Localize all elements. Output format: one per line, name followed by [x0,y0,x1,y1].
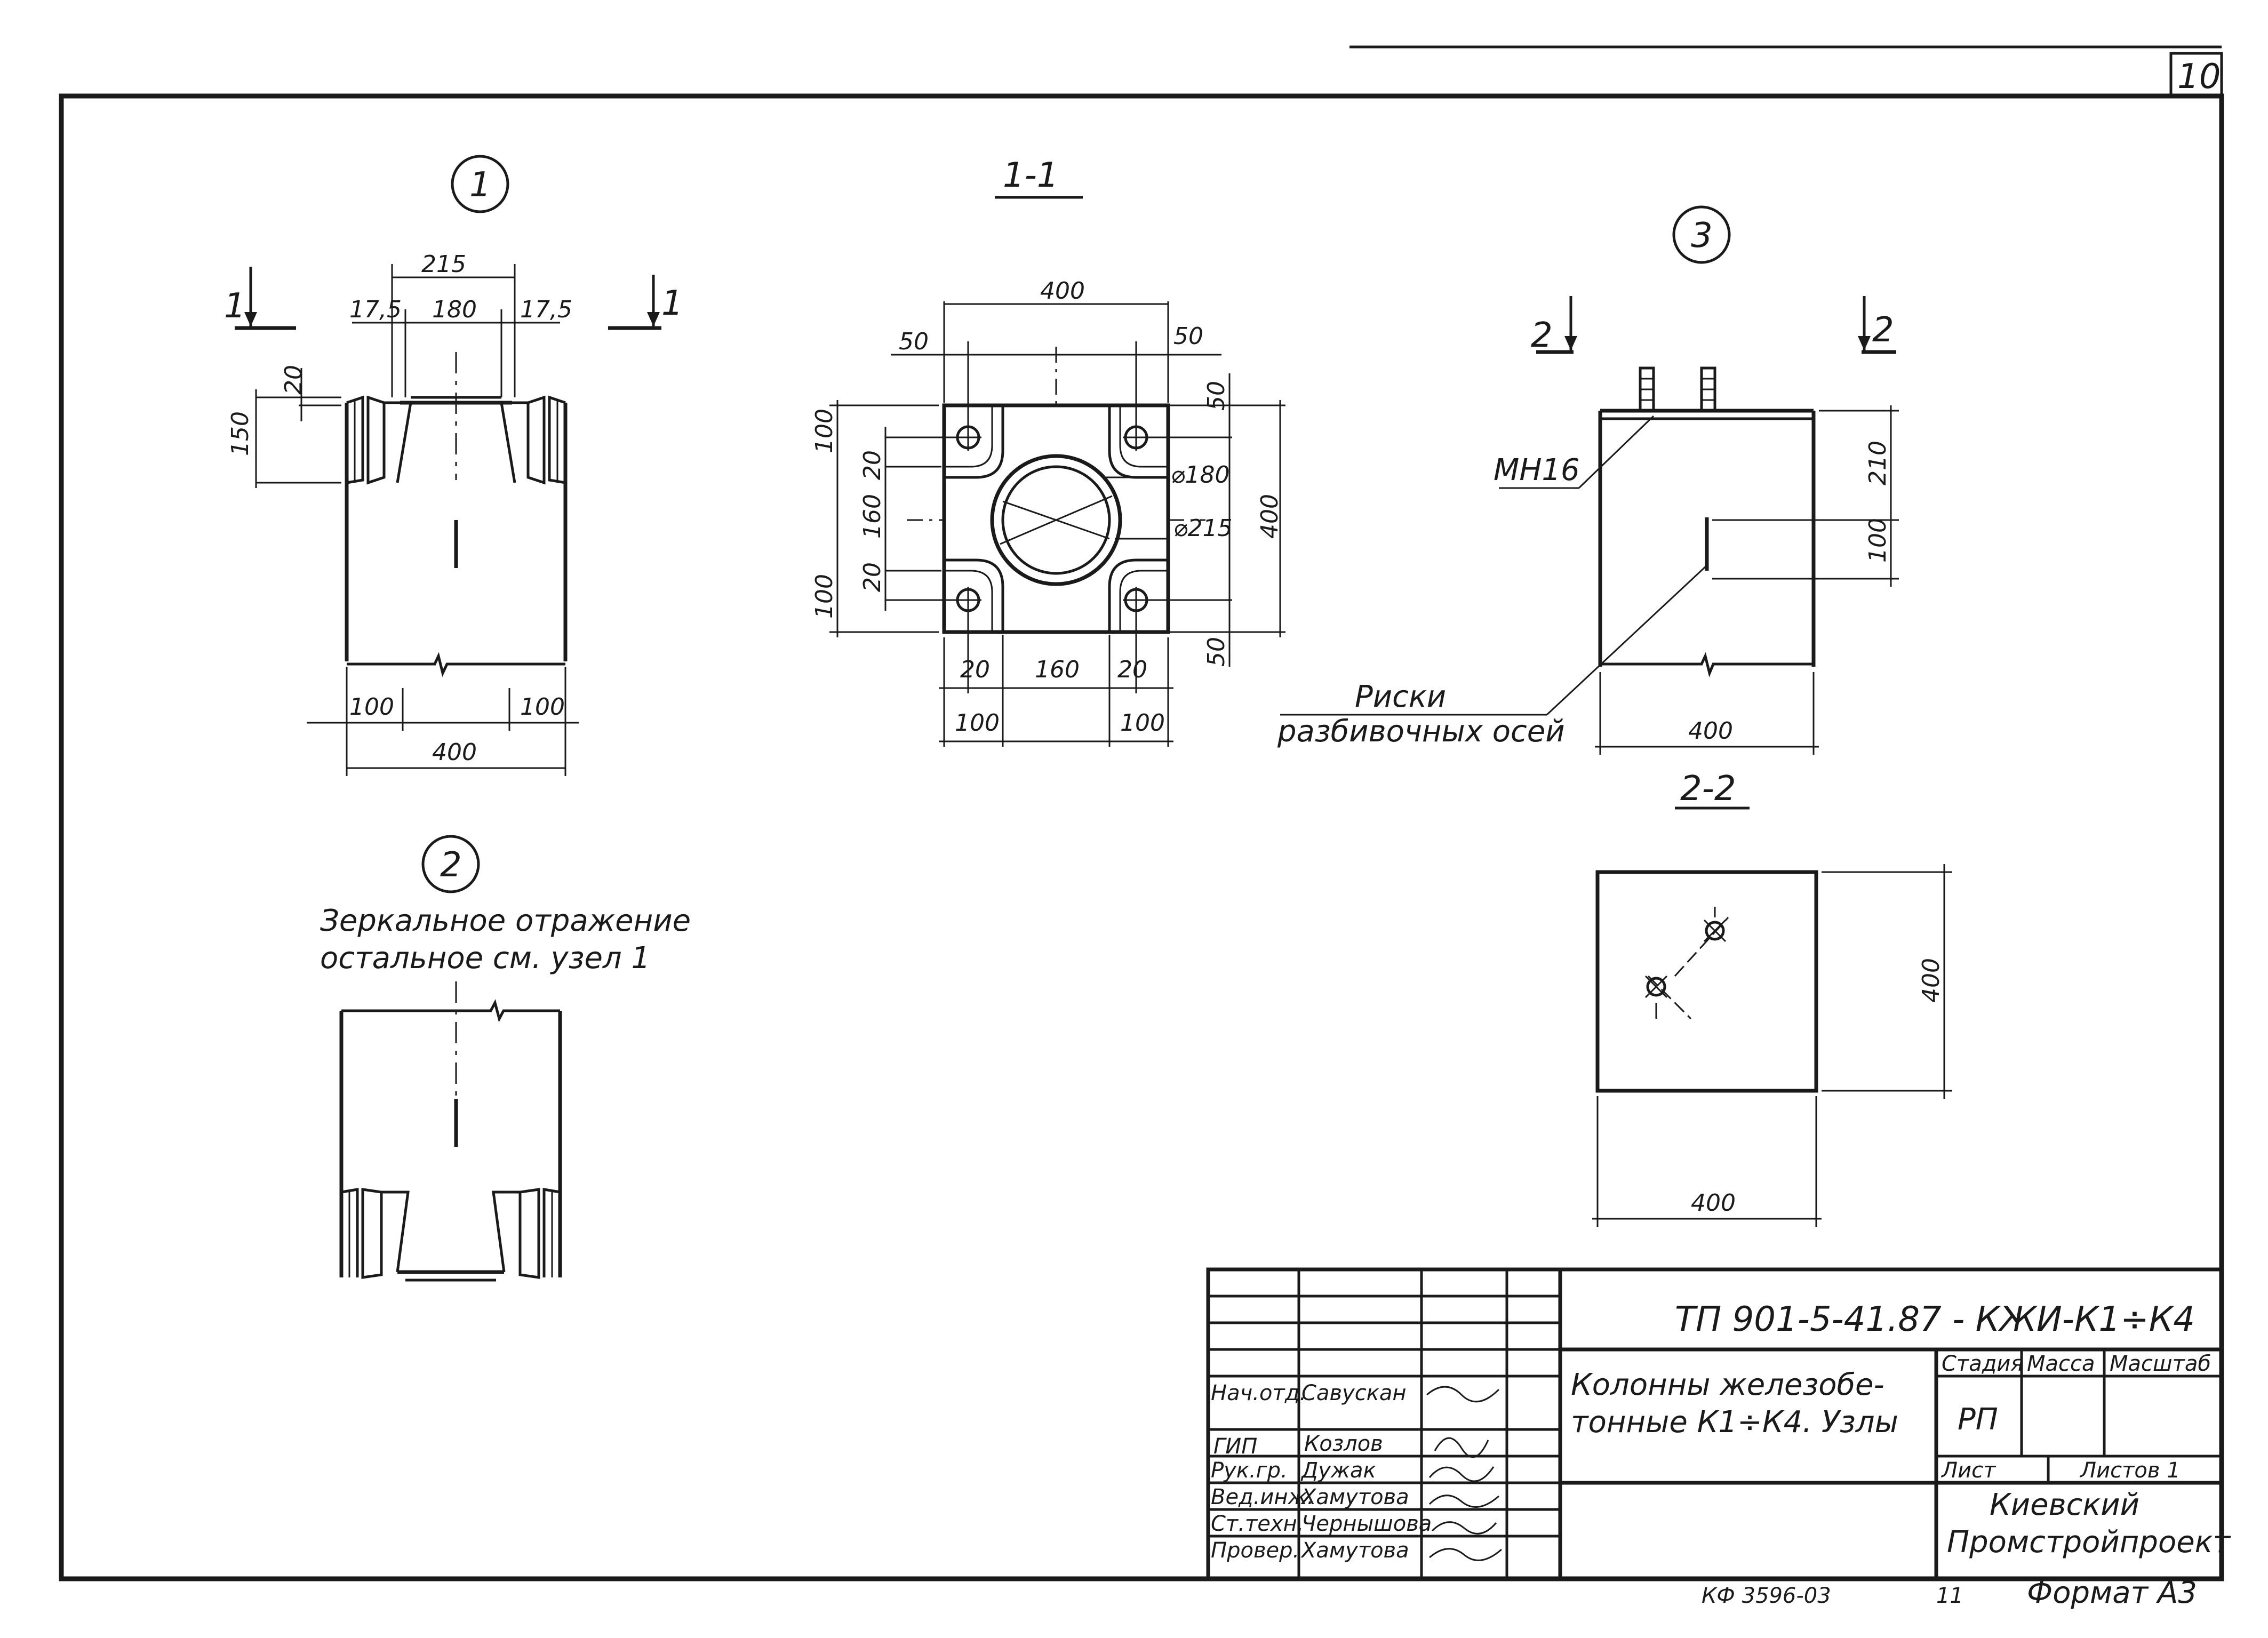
s11-dim-100-bottom-left: 100 [955,709,1000,737]
n3-mn16-label: МН16 [1494,453,1580,488]
n1-dim-215: 215 [421,251,466,278]
section-2-2-square [1595,870,1818,1093]
n1-dim-20: 20 [280,365,307,395]
signature-6 [1429,1548,1502,1561]
n1-dim-400: 400 [432,739,477,766]
s11-dim-100-bottom-right: 100 [1120,709,1165,737]
n3-dim-400: 400 [1688,717,1733,745]
n3-note-line2: разбивочных осей [1277,714,1565,749]
cut-1-left: 1 [224,286,246,326]
tb-drawing-code: ТП 901-5-41.87 - КЖИ-К1÷К4 [1675,1300,2195,1339]
tb-name-1: Савускан [1301,1381,1407,1405]
n1-dim-17-5-left: 17,5 [349,296,402,323]
node-3-marker [1672,205,1731,264]
title-block: ТП 901-5-41.87 - КЖИ-К1÷К4 Колонны желез… [1206,1267,2231,1581]
tb-org-line2: Промстройпроект [1947,1525,2231,1560]
s11-dim-d180: ⌀180 [1171,461,1229,489]
bottom-format: Формат А3 [2027,1576,2197,1610]
sheet-number-box [2169,52,2223,98]
sheet-frame [59,93,2224,1581]
n1-dim-17-5-right: 17,5 [520,296,572,323]
node-1-detail: 1 1 1 215 17,5 180 [224,155,683,776]
s11-dim-400-top: 400 [1040,277,1085,305]
s11-dim-160-left: 160 [859,494,886,539]
tb-role-1: Нач.отд. [1211,1381,1306,1405]
tb-name-2: Козлов [1304,1432,1383,1456]
section-1-1-square [942,403,1170,634]
s11-dim-20-bottom-left: 20 [960,656,990,683]
s11-dim-d215: ⌀215 [1173,515,1232,542]
cut-2-right: 2 [1872,310,1894,350]
section-2-2: 2-2 400 400 [1592,769,1952,1227]
tb-sheet-label: Лист [1940,1458,1997,1483]
s22-dim-400-right: 400 [1918,958,1945,1003]
signature-2 [1434,1437,1489,1458]
bottom-copy-number: 11 [1936,1584,1963,1608]
cut-1-right: 1 [661,284,683,323]
s11-dim-20-left-top: 20 [859,450,886,480]
n3-dim-100: 100 [1864,518,1891,563]
tb-name-3: Дужак [1300,1458,1376,1483]
n1-dim-100-left: 100 [349,693,394,721]
n1-dim-100-right: 100 [520,693,565,721]
signature-1 [1426,1386,1500,1403]
n1-dim-150: 150 [227,411,254,456]
tb-role-3: Рук.гр. [1211,1458,1288,1483]
node-2-note-line2: остальное см. узел 1 [320,941,650,976]
tb-name-5: Чернышова [1301,1512,1432,1536]
tb-stage: РП [1958,1402,1998,1437]
signature-3 [1428,1466,1495,1482]
tb-name-4: Хамутова [1300,1485,1409,1509]
tb-scale-header: Масштаб [2110,1352,2211,1376]
n1-dim-180: 180 [432,296,477,323]
signature-4 [1428,1495,1499,1508]
tb-desc-line1: Колонны железобе- [1571,1368,1884,1402]
s11-dim-50-right-bottom: 50 [1203,637,1230,667]
n3-dim-210: 210 [1864,441,1891,485]
s11-dim-20-left-bottom: 20 [859,562,886,592]
node-2-note-line1: Зеркальное отражение [320,904,691,938]
n3-note-line1: Риски [1355,680,1446,714]
s11-dim-50-left: 50 [899,328,929,355]
signature-5 [1431,1521,1497,1535]
node-1-marker [451,155,509,213]
tb-role-5: Ст.техн. [1211,1512,1304,1536]
s11-dim-160-bottom: 160 [1035,656,1080,683]
tb-sheets-count: Листов 1 [2079,1458,2181,1483]
tb-org-line1: Киевский [1990,1488,2139,1522]
node-2-detail: 2 Зеркальное отражение остальное см. узе… [320,835,691,1282]
s11-dim-100-left-top: 100 [811,409,838,453]
tb-desc-line2: тонные К1÷К4. Узлы [1571,1405,1898,1440]
s11-dim-50-right: 50 [1173,323,1203,350]
section-2-2-label: 2-2 [1680,769,1736,809]
node-3-label: 3 [1691,216,1713,255]
s11-dim-400-right: 400 [1256,494,1283,539]
s11-dim-100-left-bottom: 100 [811,574,838,619]
tb-role-4: Вед.инж. [1211,1485,1314,1509]
s22-dim-400-bottom: 400 [1691,1189,1736,1217]
section-1-1: 1-1 400 50 50 [811,156,1285,747]
tb-role-6: Провер. [1211,1538,1299,1563]
s11-dim-20-bottom-right: 20 [1117,656,1147,683]
section-1-1-label: 1-1 [1003,156,1059,195]
node-3-detail: 3 2 2 МН16 Риски разбивочных осей [1277,205,1899,755]
tb-stage-header: Стадия [1942,1352,2023,1376]
tb-name-6: Хамутова [1300,1538,1409,1563]
node-2-label: 2 [440,845,462,885]
node-2-marker [421,835,480,893]
cut-2-left: 2 [1531,316,1553,355]
tb-role-2: ГИП [1213,1434,1257,1459]
sheet-number: 10 [2177,57,2221,97]
tb-mass-header: Масса [2027,1352,2095,1376]
node-1-label: 1 [469,165,491,205]
s11-dim-50-right-top: 50 [1203,381,1230,411]
bottom-code: КФ 3596-03 [1702,1584,1831,1608]
